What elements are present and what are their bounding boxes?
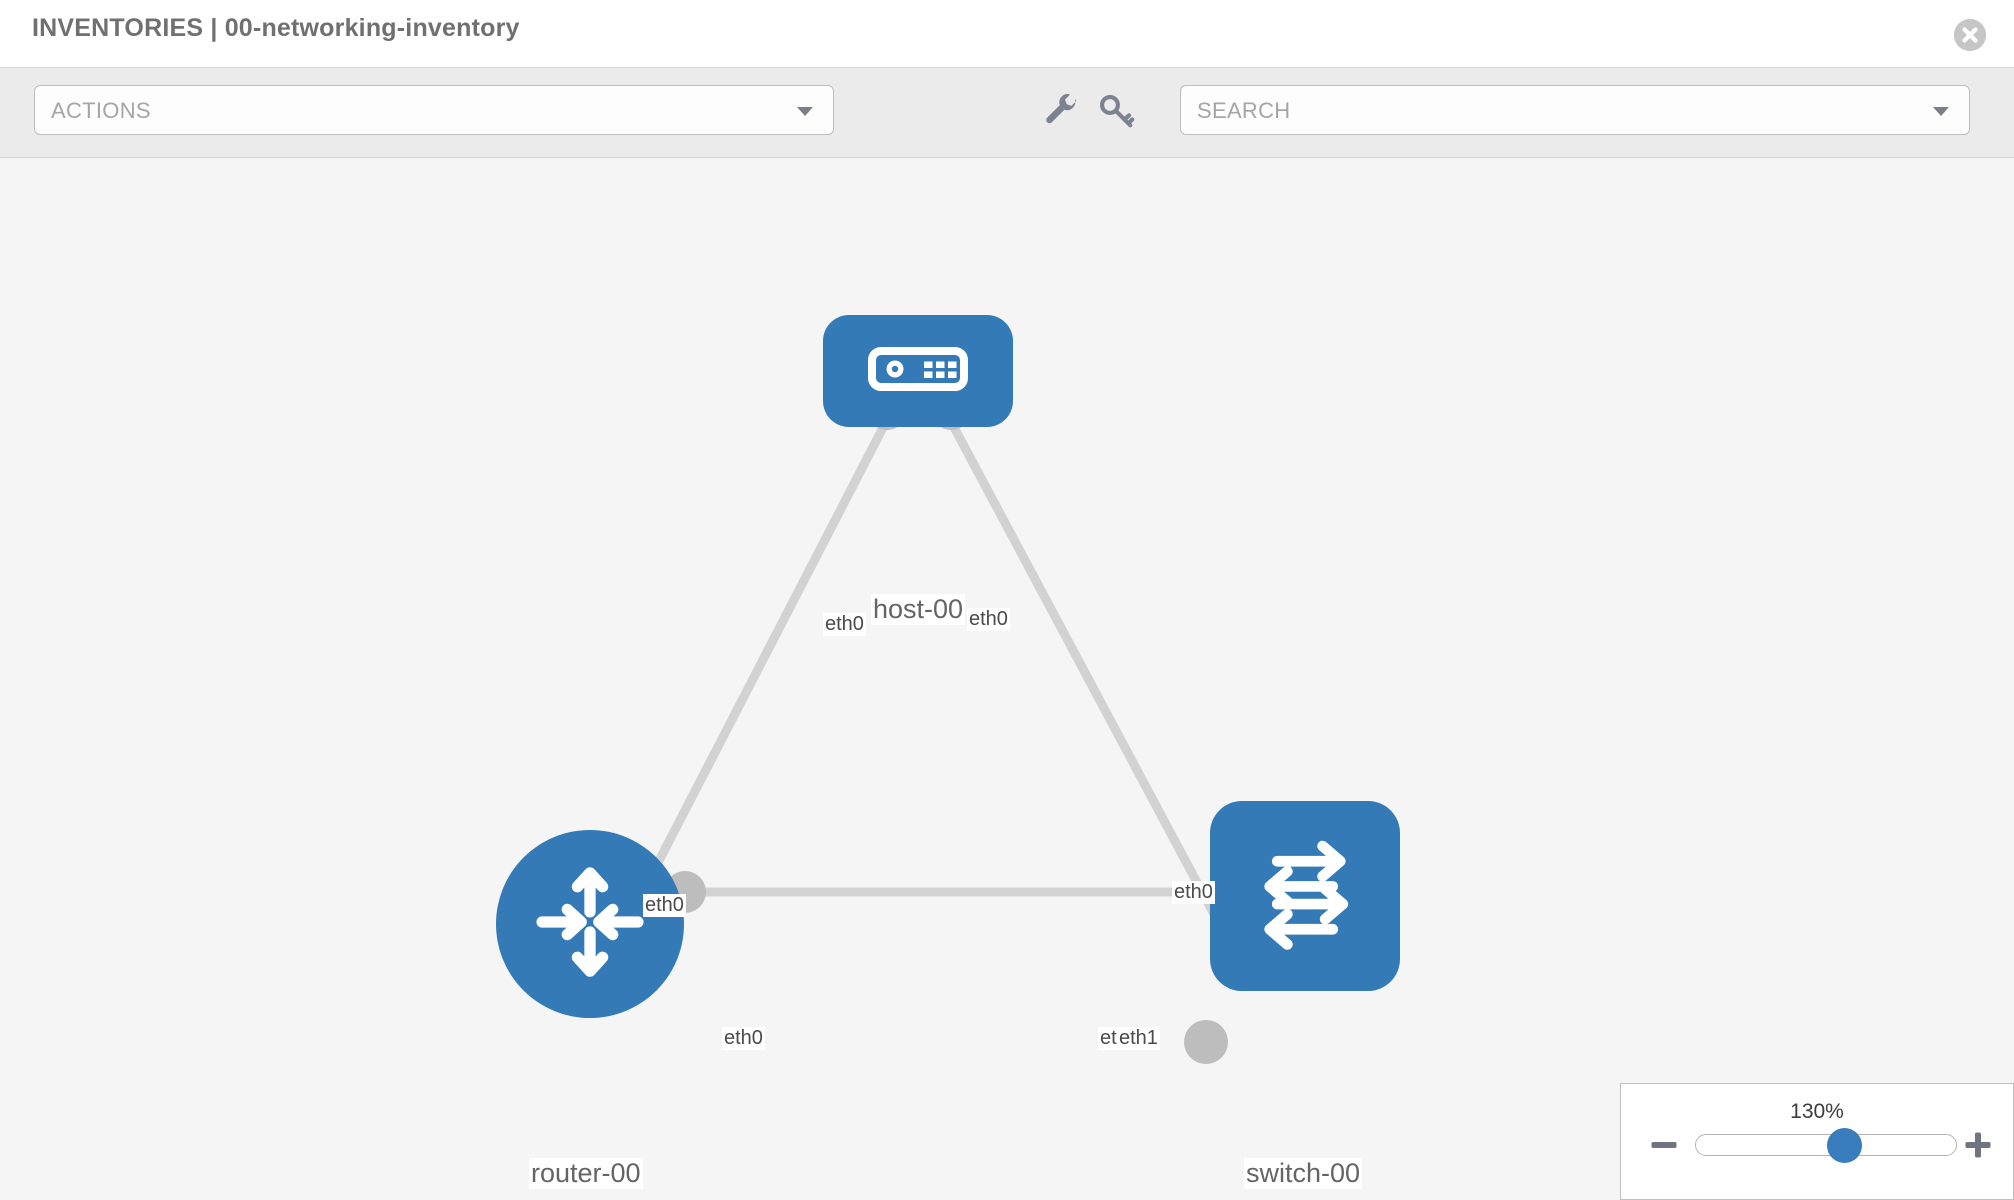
topology-canvas[interactable]: host-00 eth0 eth0 (0, 158, 2014, 1200)
plus-icon[interactable] (1963, 1130, 1993, 1160)
router-arrows-icon (527, 859, 653, 990)
search-input[interactable]: SEARCH (1180, 85, 1970, 135)
switch-arrows-icon (1242, 831, 1368, 962)
iface-router-00-eth0-right: eth0 (722, 1027, 765, 1050)
chevron-down-icon[interactable] (1933, 107, 1949, 116)
zoom-percent-label: 130% (1790, 1100, 1844, 1123)
zoom-slider-thumb[interactable] (1827, 1128, 1862, 1163)
iface-router-00-eth0-up: eth0 (643, 894, 686, 917)
search-input-value: SEARCH (1197, 98, 1291, 123)
page-title: INVENTORIES | 00-networking-inventory (32, 14, 520, 42)
node-router-00-shape[interactable] (496, 830, 684, 1018)
iface-switch-00-eth1-left: eth1 (1117, 1027, 1160, 1050)
zoom-slider[interactable] (1695, 1128, 1957, 1163)
iface-host-00-eth0-right: eth0 (967, 608, 1010, 631)
node-switch-00-shape[interactable] (1210, 801, 1400, 991)
page-header: INVENTORIES | 00-networking-inventory (0, 0, 2014, 68)
server-icon (868, 345, 968, 398)
close-icon[interactable] (1954, 19, 1986, 51)
minus-icon[interactable] (1649, 1130, 1679, 1160)
wrench-icon[interactable] (1043, 92, 1081, 130)
node-router-00-label: router-00 (529, 1158, 643, 1189)
iface-switch-00-eth0-up: eth0 (1172, 881, 1215, 904)
actions-dropdown[interactable]: ACTIONS (34, 85, 834, 135)
socket-switch-00-left[interactable] (1184, 1020, 1228, 1064)
iface-host-00-eth0-left: eth0 (823, 613, 866, 636)
zoom-control-panel: 130% (1620, 1083, 2014, 1200)
topology-links (614, 413, 1236, 951)
actions-dropdown-label: ACTIONS (51, 98, 151, 123)
chevron-down-icon (797, 107, 813, 116)
node-host-00-label: host-00 (871, 594, 966, 625)
node-host-00-shape[interactable] (823, 315, 1013, 427)
node-switch-00-label: switch-00 (1244, 1158, 1363, 1189)
key-icon[interactable] (1097, 92, 1135, 130)
